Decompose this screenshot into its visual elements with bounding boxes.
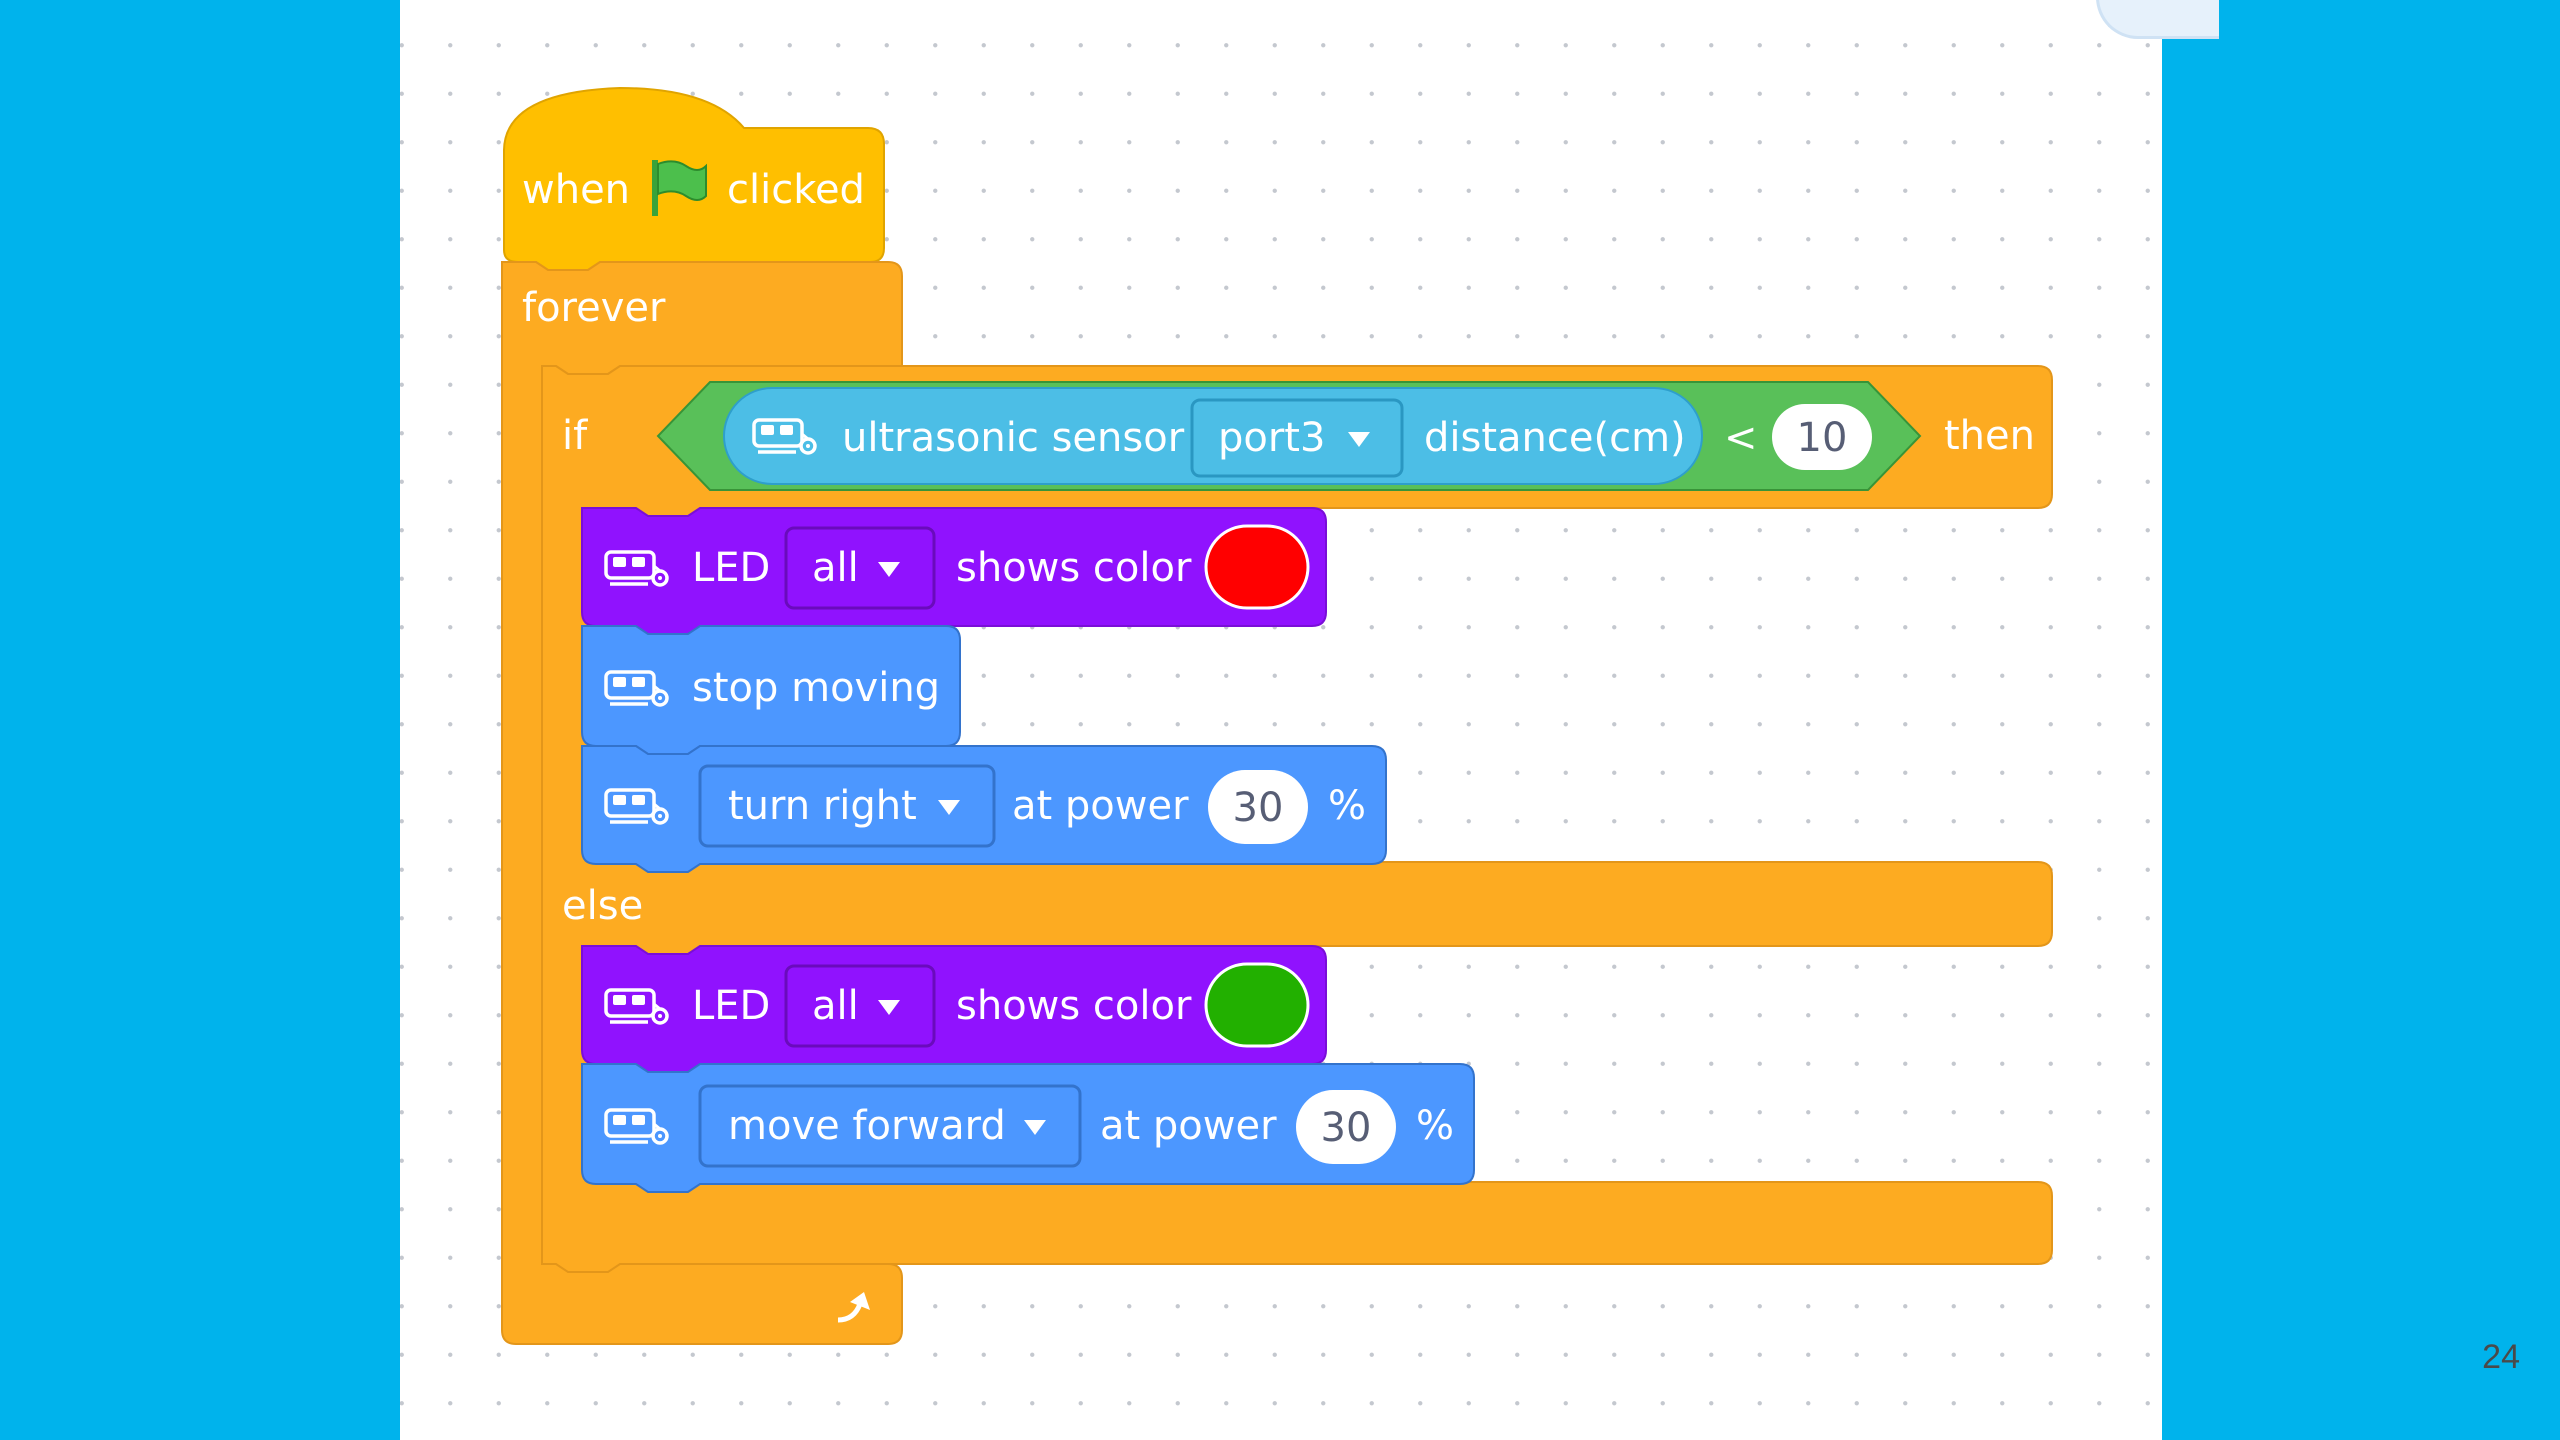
measure-label: distance(cm) <box>1424 415 1686 461</box>
turn-right-block[interactable]: turn right at power 30 % <box>581 745 1387 873</box>
then-led-block[interactable]: LED all shows color <box>581 507 1327 635</box>
else-label: else <box>562 883 643 929</box>
port-dropdown[interactable] <box>1190 398 1404 478</box>
if-label: if <box>562 413 588 459</box>
turn-power-value: 30 <box>1233 785 1284 831</box>
threshold-value: 10 <box>1797 415 1848 461</box>
stop-moving-label: stop moving <box>692 665 940 711</box>
forever-label: forever <box>522 285 666 331</box>
move-at-power-label: at power <box>1100 1103 1277 1149</box>
turn-power-input[interactable] <box>1208 770 1308 844</box>
then-led-action: shows color <box>956 545 1192 591</box>
sensor-label: ultrasonic sensor <box>842 415 1185 461</box>
move-power-input[interactable] <box>1296 1090 1396 1164</box>
else-led-action: shows color <box>956 983 1192 1029</box>
else-led-label: LED <box>692 983 770 1029</box>
stop-moving-block[interactable]: stop moving <box>581 625 961 755</box>
green-flag-icon[interactable] <box>652 160 707 216</box>
then-led-target-dropdown[interactable] <box>784 526 936 610</box>
red-color-swatch[interactable] <box>1204 524 1310 610</box>
move-power-unit: % <box>1416 1103 1454 1149</box>
else-led-target: all <box>812 983 859 1029</box>
turn-direction: turn right <box>728 783 917 829</box>
move-forward-block[interactable]: move forward at power 30 % <box>581 1063 1475 1193</box>
loop-arrow-icon <box>837 1292 870 1323</box>
canvas-corner-tab <box>2096 0 2219 39</box>
turn-direction-dropdown[interactable] <box>698 764 996 848</box>
ultrasonic-sensor-reporter[interactable]: ultrasonic sensor port3 distance(cm) <box>723 387 1703 485</box>
hat-clicked-label: clicked <box>727 167 865 213</box>
turn-at-power-label: at power <box>1012 783 1189 829</box>
hat-when-label: when <box>522 167 630 213</box>
then-led-label: LED <box>692 545 770 591</box>
operator-symbol: < <box>1724 415 1758 461</box>
move-direction-dropdown[interactable] <box>698 1084 1082 1168</box>
move-power-value: 30 <box>1321 1105 1372 1151</box>
page-number: 24 <box>2482 1338 2520 1376</box>
port-value: port3 <box>1218 415 1325 461</box>
green-color-swatch[interactable] <box>1204 962 1310 1048</box>
turn-power-unit: % <box>1328 783 1366 829</box>
else-led-block[interactable]: LED all shows color <box>581 945 1327 1073</box>
move-direction: move forward <box>728 1103 1006 1149</box>
threshold-input[interactable] <box>1772 404 1872 470</box>
when-flag-clicked-block[interactable]: when clicked <box>503 86 885 271</box>
then-led-target: all <box>812 545 859 591</box>
then-label: then <box>1944 413 2035 459</box>
else-led-target-dropdown[interactable] <box>784 964 936 1048</box>
